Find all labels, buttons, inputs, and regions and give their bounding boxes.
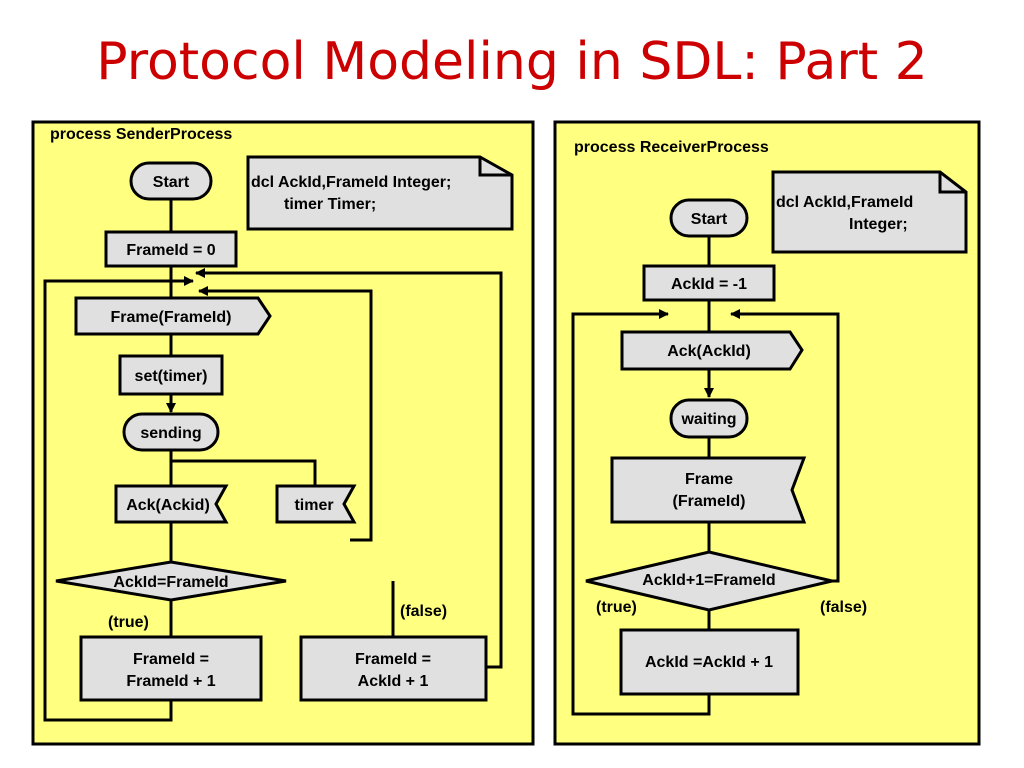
receiver-init-task <box>642 264 776 302</box>
receiver-state-waiting-label: waiting <box>680 411 736 428</box>
sender-flow-lines <box>43 199 503 722</box>
receiver-decision <box>585 550 833 612</box>
receiver-true-label: (true) <box>596 599 637 616</box>
sender-init-task-label: FrameId = 0 <box>126 242 215 259</box>
receiver-decision-label: AckId+1=FrameId <box>642 572 775 589</box>
sender-init-task <box>104 230 238 268</box>
receiver-declaration-line-2: Integer; <box>849 216 908 233</box>
sender-input-timer-label: timer <box>294 497 333 514</box>
receiver-declaration-note <box>771 170 968 254</box>
sender-task-true <box>79 635 263 702</box>
receiver-state-waiting <box>669 398 749 439</box>
receiver-input-frame <box>610 456 807 524</box>
receiver-output-ack-label: Ack(AckId) <box>667 343 751 360</box>
sender-process-panel: process SenderProcess Start dcl AckId,Fr… <box>31 120 535 746</box>
sender-set-timer-task <box>118 354 224 396</box>
sender-false-label: (false) <box>400 603 447 620</box>
sender-input-ack <box>114 484 229 524</box>
sender-start-label: Start <box>153 174 190 191</box>
sender-decision <box>55 560 287 602</box>
receiver-flow-lines <box>571 236 840 716</box>
receiver-declaration-line-1: dcl AckId,FrameId <box>776 194 913 211</box>
sender-decision-label: AckId=FrameId <box>113 574 228 591</box>
receiver-task-true <box>619 628 800 696</box>
receiver-task-true-label: AckId =AckId + 1 <box>645 654 773 671</box>
receiver-process-panel: process ReceiverProcess Start dcl AckId,… <box>553 120 981 746</box>
sender-input-ack-label: Ack(Ackid) <box>126 497 210 514</box>
sender-start-symbol <box>129 161 213 201</box>
sender-output-frame <box>74 296 272 336</box>
sender-state-sending <box>122 412 220 452</box>
sender-task-false-line-1: FrameId = <box>355 651 431 668</box>
sender-set-timer-label: set(timer) <box>135 368 208 385</box>
sender-task-true-line-1: FrameId = <box>133 651 209 668</box>
receiver-false-label: (false) <box>820 599 867 616</box>
receiver-start-label: Start <box>691 211 728 228</box>
sender-task-false-line-2: AckId + 1 <box>358 673 429 690</box>
sender-declaration-line-2: timer Timer; <box>284 196 376 213</box>
sender-task-true-line-2: FrameId + 1 <box>126 673 215 690</box>
receiver-start-symbol <box>669 198 749 238</box>
sender-state-sending-label: sending <box>140 425 201 442</box>
sender-input-timer <box>275 484 357 524</box>
sender-output-frame-label: Frame(FrameId) <box>111 309 232 326</box>
sender-declaration-line-1: dcl AckId,FrameId Integer; <box>251 174 451 191</box>
receiver-input-frame-line-1: Frame <box>685 471 733 488</box>
receiver-panel-title: process ReceiverProcess <box>574 139 769 156</box>
sender-declaration-note <box>246 155 514 231</box>
receiver-input-frame-line-2: (FrameId) <box>673 493 746 510</box>
sender-true-label: (true) <box>108 614 149 631</box>
sender-panel-title: process SenderProcess <box>50 126 232 143</box>
receiver-init-task-label: AckId = -1 <box>671 276 747 293</box>
slide-title: Protocol Modeling in SDL: Part 2 <box>96 32 928 92</box>
sender-task-false <box>299 635 488 702</box>
receiver-output-ack <box>620 330 804 371</box>
